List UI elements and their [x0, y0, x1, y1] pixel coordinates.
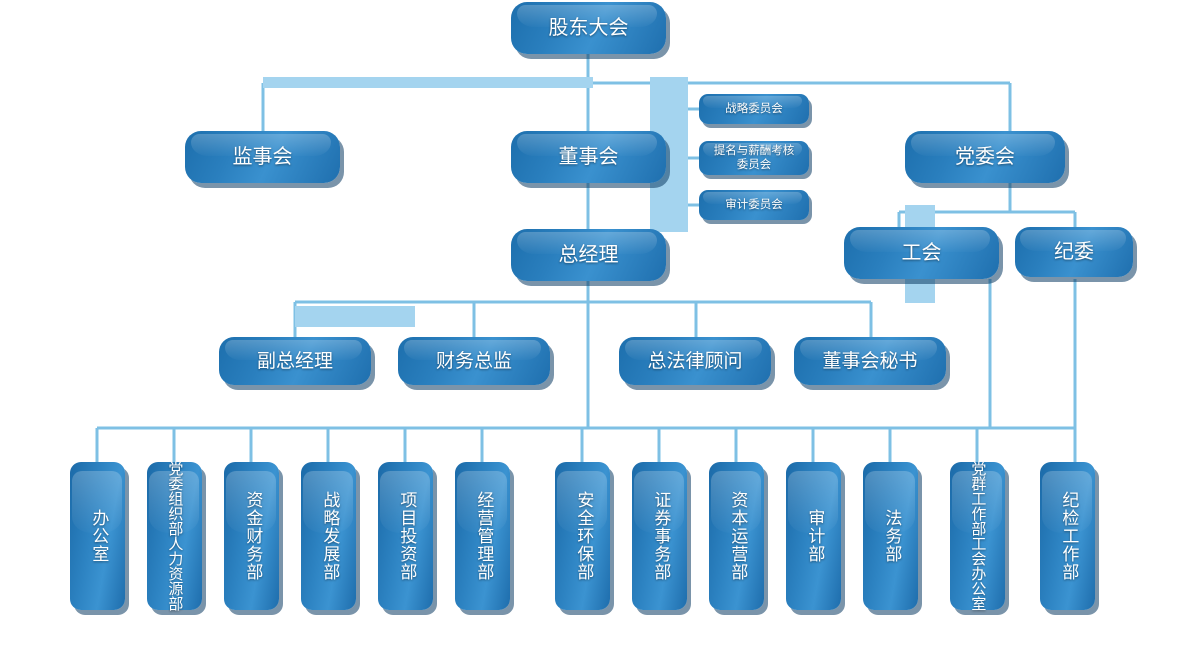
- department-label-party-mass-union: 党群工作部工会办公室: [969, 461, 988, 611]
- department-label-audit-dept: 审计部: [804, 462, 825, 610]
- department-label-discipline-work: 纪检工作部: [1058, 462, 1079, 610]
- node-discipline-committee[interactable]: 纪委: [1015, 227, 1133, 277]
- node-label-audit-committee: 审计委员会: [725, 197, 783, 212]
- node-label-supervisory-board: 监事会: [232, 144, 293, 169]
- node-nomination-compensation-committee[interactable]: 提名与薪酬考核 委员会: [699, 141, 809, 175]
- department-label-legal-dept: 法务部: [881, 462, 902, 610]
- node-cfo[interactable]: 财务总监: [398, 337, 550, 385]
- department-label-column: 工会办公室: [969, 536, 988, 611]
- node-party-committee[interactable]: 党委会: [905, 131, 1065, 183]
- node-label-general-counsel: 总法律顾问: [647, 349, 743, 372]
- department-label-project-investment: 项目投资部: [396, 462, 417, 610]
- department-label-column: 人力资源部: [166, 536, 185, 611]
- band-exec-horizontal: [295, 306, 415, 327]
- node-supervisory-board[interactable]: 监事会: [185, 131, 340, 183]
- node-department-party-mass-union[interactable]: 党群工作部工会办公室: [950, 461, 1005, 611]
- node-label-board-of-directors: 董事会: [558, 144, 619, 169]
- node-department-party-org-hr[interactable]: 党委组织部人力资源部: [147, 461, 202, 611]
- node-label-party-committee: 党委会: [955, 144, 1015, 169]
- node-strategy-committee[interactable]: 战略委员会: [699, 94, 809, 124]
- department-label-column: 党委组织部: [166, 461, 185, 536]
- node-board-secretary[interactable]: 董事会秘书: [794, 337, 946, 385]
- department-label-column: 办公室: [88, 509, 109, 563]
- department-label-column: 项目投资部: [396, 491, 417, 581]
- node-label-shareholders-meeting: 股东大会: [548, 15, 629, 40]
- node-department-legal-dept[interactable]: 法务部: [863, 462, 918, 610]
- department-label-column: 资金财务部: [242, 491, 263, 581]
- node-department-business-mgmt[interactable]: 经营管理部: [455, 462, 510, 610]
- node-label-labor-union: 工会: [901, 240, 942, 265]
- node-department-office[interactable]: 办公室: [70, 462, 125, 610]
- node-general-manager[interactable]: 总经理: [511, 229, 666, 281]
- node-department-securities-affairs[interactable]: 证券事务部: [632, 462, 687, 610]
- node-label-cfo: 财务总监: [435, 349, 512, 372]
- department-label-strategy-dev: 战略发展部: [319, 462, 340, 610]
- node-department-discipline-work[interactable]: 纪检工作部: [1040, 462, 1095, 610]
- node-department-project-investment[interactable]: 项目投资部: [378, 462, 433, 610]
- department-label-column: 法务部: [881, 509, 902, 563]
- department-label-securities-affairs: 证券事务部: [650, 462, 671, 610]
- node-department-safety-environment[interactable]: 安全环保部: [555, 462, 610, 610]
- department-label-funds-finance: 资金财务部: [242, 462, 263, 610]
- node-label-line1: 提名与薪酬考核: [713, 143, 795, 158]
- node-general-counsel[interactable]: 总法律顾问: [619, 337, 771, 385]
- node-label-board-secretary: 董事会秘书: [822, 349, 918, 372]
- node-department-audit-dept[interactable]: 审计部: [786, 462, 841, 610]
- node-board-of-directors[interactable]: 董事会: [511, 131, 666, 183]
- department-label-column: 纪检工作部: [1058, 491, 1079, 581]
- node-label-discipline-committee: 纪委: [1054, 239, 1094, 264]
- department-label-column: 审计部: [804, 509, 825, 563]
- department-label-column: 证券事务部: [650, 491, 671, 581]
- department-label-capital-operation: 资本运营部: [727, 462, 748, 610]
- node-label-strategy-committee: 战略委员会: [725, 101, 783, 116]
- department-label-office: 办公室: [88, 462, 109, 610]
- band-top-horizontal: [263, 77, 593, 88]
- node-label-general-manager: 总经理: [558, 242, 619, 267]
- department-label-safety-environment: 安全环保部: [573, 462, 594, 610]
- node-label-deputy-general-manager: 副总经理: [256, 349, 333, 372]
- department-label-column: 资本运营部: [727, 491, 748, 581]
- department-label-party-org-hr: 党委组织部人力资源部: [166, 461, 185, 611]
- node-department-capital-operation[interactable]: 资本运营部: [709, 462, 764, 610]
- node-shareholders-meeting[interactable]: 股东大会: [511, 2, 666, 54]
- node-department-strategy-dev[interactable]: 战略发展部: [301, 462, 356, 610]
- node-department-funds-finance[interactable]: 资金财务部: [224, 462, 279, 610]
- node-labor-union[interactable]: 工会: [844, 227, 999, 279]
- department-label-column: 党群工作部: [969, 461, 988, 536]
- node-label-nomination-compensation-committee: 提名与薪酬考核 委员会: [714, 144, 795, 171]
- node-audit-committee[interactable]: 审计委员会: [699, 190, 809, 220]
- department-label-column: 战略发展部: [319, 491, 340, 581]
- department-label-column: 经营管理部: [473, 491, 494, 581]
- department-label-column: 安全环保部: [573, 491, 594, 581]
- node-label-line2: 委员会: [736, 157, 772, 171]
- node-deputy-general-manager[interactable]: 副总经理: [219, 337, 371, 385]
- department-label-business-mgmt: 经营管理部: [473, 462, 494, 610]
